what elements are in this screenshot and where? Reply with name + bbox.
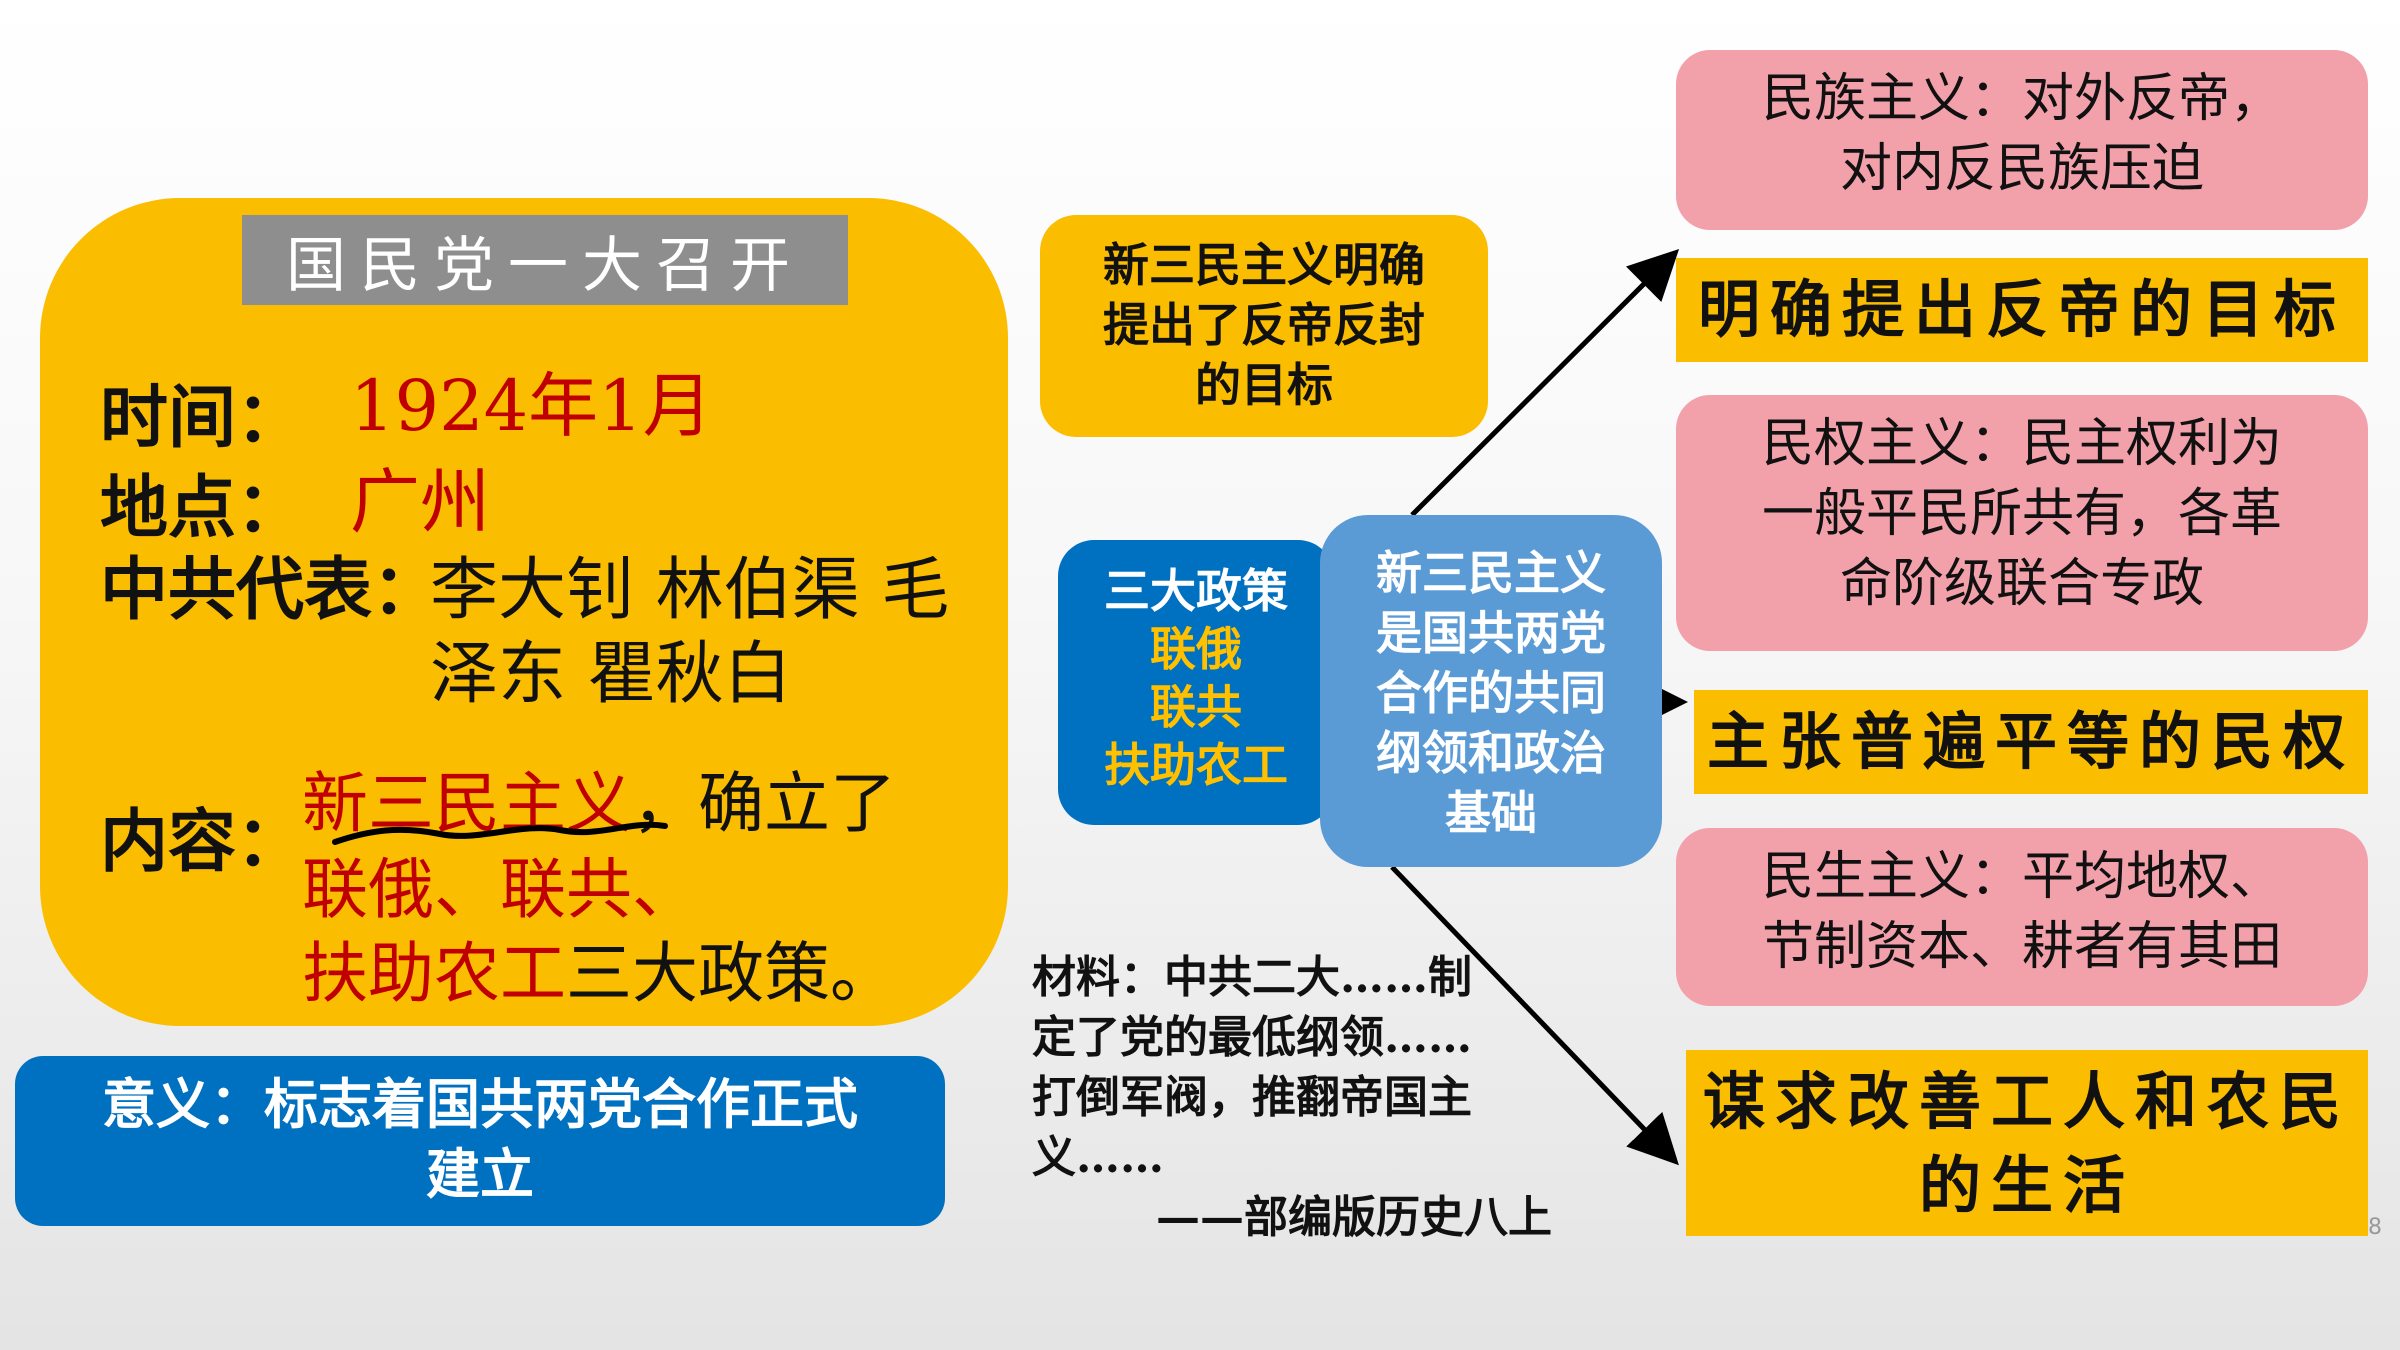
underline-scribble (332, 821, 668, 845)
livelihood-note-line-2: 的生活 (1918, 1149, 2135, 1222)
democracy-line-3: 命阶级联合专政 (1839, 554, 2204, 614)
nationalism-box: 民族主义：对外反帝， 对内反民族压迫 (1676, 50, 2368, 230)
livelihood-line-2: 节制资本、耕者有其田 (1761, 917, 2282, 977)
arrow-to-nationalism (1410, 248, 1680, 517)
material-line-2: 定了党的最低纲领…… (1032, 1012, 1472, 1063)
place-label: 地点： (100, 468, 305, 548)
democracy-note: 主张普遍平等的民权 (1694, 690, 2368, 794)
content-line-1-rest: ，确立了 (632, 765, 896, 842)
basis-line: 纲领和政治 (1376, 726, 1606, 780)
nationalism-note: 明确提出反帝的目标 (1676, 258, 2368, 362)
material-line-3: 打倒军阀，推翻帝国主 (1032, 1072, 1472, 1123)
basis-line: 合作的共同 (1376, 666, 1606, 720)
three-policies-box: 三大政策 联俄 联共 扶助农工 (1058, 540, 1334, 825)
democracy-box: 民权主义：民主权利为 一般平民所共有，各革 命阶级联合专政 (1676, 395, 2368, 651)
reps-line-2: 泽东 瞿秋白 (430, 635, 792, 714)
meeting-panel (40, 198, 1008, 1026)
basis-line: 是国共两党 (1376, 606, 1606, 660)
content-label: 内容： (100, 802, 305, 882)
goal-line-2: 提出了反帝反封 (1103, 298, 1425, 352)
material-quote: 材料：中共二大……制 定了党的最低纲领…… 打倒军阀，推翻帝国主 义…… ——部… (1032, 948, 1552, 1248)
nationalism-line-2: 对内反民族压迫 (1839, 139, 2204, 199)
significance-line-2: 建立 (426, 1143, 534, 1206)
content-line-3: 扶助农工三大政策。 (302, 920, 896, 1016)
democracy-line-2: 一般平民所共有，各革 (1761, 484, 2282, 544)
basis-line: 新三民主义 (1376, 546, 1606, 600)
policy-item: 联俄 (1150, 622, 1242, 676)
content-line-3-rest: 三大政策。 (566, 935, 896, 1012)
time-value: 1924年1月 (350, 365, 713, 447)
time-label: 时间： (100, 378, 305, 458)
basis-line: 基础 (1445, 786, 1537, 840)
arrow-to-livelihood (1390, 865, 1679, 1166)
livelihood-note-line-1: 谋求改善工人和农民 (1702, 1065, 2351, 1138)
democracy-line-1: 民权主义：民主权利为 (1761, 414, 2282, 474)
goal-line-3: 的目标 (1195, 358, 1333, 412)
reps-line-1: 李大钊 林伯渠 毛 (430, 551, 950, 630)
material-line-1: 材料：中共二大……制 (1032, 952, 1472, 1003)
material-source: ——部编版历史八上 (1156, 1192, 1552, 1243)
significance-box: 意义：标志着国共两党合作正式 建立 (15, 1056, 945, 1226)
reps-label: 中共代表： (100, 550, 441, 630)
content-line-2: 联俄、联共、 (302, 851, 698, 928)
cooperation-basis-box: 新三民主义 是国共两党 合作的共同 纲领和政治 基础 (1320, 515, 1662, 867)
policy-item: 扶助农工 (1104, 738, 1288, 792)
livelihood-note: 谋求改善工人和农民 的生活 (1686, 1050, 2368, 1236)
livelihood-line-1: 民生主义：平均地权、 (1761, 847, 2282, 907)
nationalism-line-1: 民族主义：对外反帝， (1761, 69, 2282, 129)
support-workers-peasants-text: 扶助农工 (302, 935, 566, 1012)
goal-line-1: 新三民主义明确 (1103, 238, 1425, 292)
policies-title: 三大政策 (1104, 564, 1288, 618)
meeting-title: 国民党一大召开 (242, 215, 848, 305)
place-value: 广州 (350, 461, 490, 543)
significance-line-1: 意义：标志着国共两党合作正式 (102, 1073, 858, 1136)
livelihood-box: 民生主义：平均地权、 节制资本、耕者有其田 (1676, 828, 2368, 1006)
goal-box: 新三民主义明确 提出了反帝反封 的目标 (1040, 215, 1488, 437)
policy-item: 联共 (1150, 680, 1242, 734)
page-number: 8 (2368, 1215, 2382, 1240)
material-line-4: 义…… (1032, 1132, 1164, 1183)
